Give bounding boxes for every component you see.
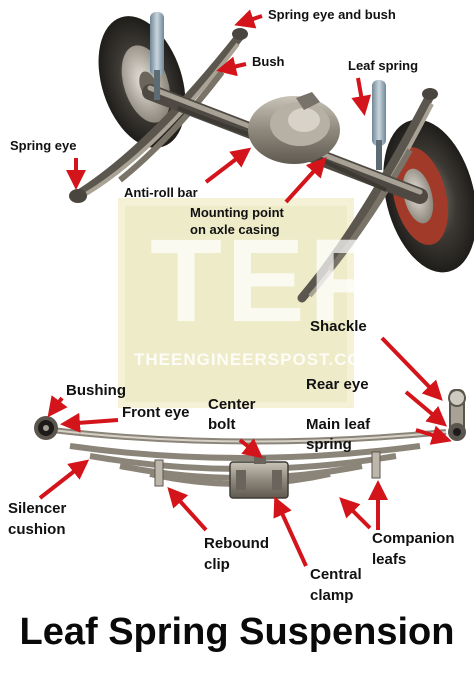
- label-central-clamp-line1: Central: [310, 566, 362, 583]
- label-central-clamp-line2: clamp: [310, 587, 354, 604]
- watermark-site: THEENGINEERSPOST.COM: [134, 350, 377, 369]
- label-anti-roll-bar: Anti-roll bar: [124, 185, 198, 200]
- label-rebound-clip-line2: clip: [204, 556, 230, 573]
- label-main-leaf-line2: spring: [306, 436, 352, 453]
- label-shackle: Shackle: [310, 318, 367, 335]
- companion-leaf-1: [69, 443, 421, 461]
- label-spring-eye: Spring eye: [10, 138, 77, 153]
- label-mounting-point-line2: on axle casing: [190, 222, 280, 237]
- label-main-leaf-line1: Main leaf: [306, 416, 371, 433]
- label-front-eye: Front eye: [122, 404, 190, 421]
- label-bushing: Bushing: [66, 382, 126, 399]
- watermark-box: [118, 198, 354, 408]
- axle-assembly: [69, 12, 474, 303]
- label-silencer-line2: cushion: [8, 521, 66, 538]
- left-shock: [150, 12, 164, 100]
- left-wheel: [98, 16, 186, 148]
- diagram-title: Leaf Spring Suspension: [19, 611, 455, 653]
- front-eye: [34, 416, 58, 440]
- label-companion-line2: leafs: [372, 551, 407, 568]
- right-leaf-spring: [297, 88, 438, 303]
- right-shock: [372, 80, 386, 170]
- label-rebound-clip-line1: Rebound: [204, 535, 269, 552]
- rebound-clip-left: [154, 459, 164, 487]
- shackle: [448, 389, 466, 441]
- label-silencer-line1: Silencer: [8, 500, 67, 517]
- rebound-clip-right: [371, 451, 381, 479]
- watermark-letters: TEP: [150, 215, 392, 347]
- bottom-arrows: [38, 336, 452, 567]
- label-rear-eye: Rear eye: [306, 376, 369, 393]
- top-arrows: [66, 9, 372, 204]
- label-leaf-spring: Leaf spring: [348, 58, 419, 73]
- differential: [248, 92, 340, 164]
- label-center-bolt-line2: bolt: [208, 416, 236, 433]
- central-clamp: [229, 456, 289, 499]
- label-bush: Bush: [252, 54, 285, 69]
- label-spring-eye-bush: Spring eye and bush: [268, 7, 396, 22]
- label-companion-line1: Companion: [372, 530, 455, 547]
- label-center-bolt-line1: Center: [208, 396, 256, 413]
- label-mounting-point-line1: Mounting point: [190, 205, 284, 220]
